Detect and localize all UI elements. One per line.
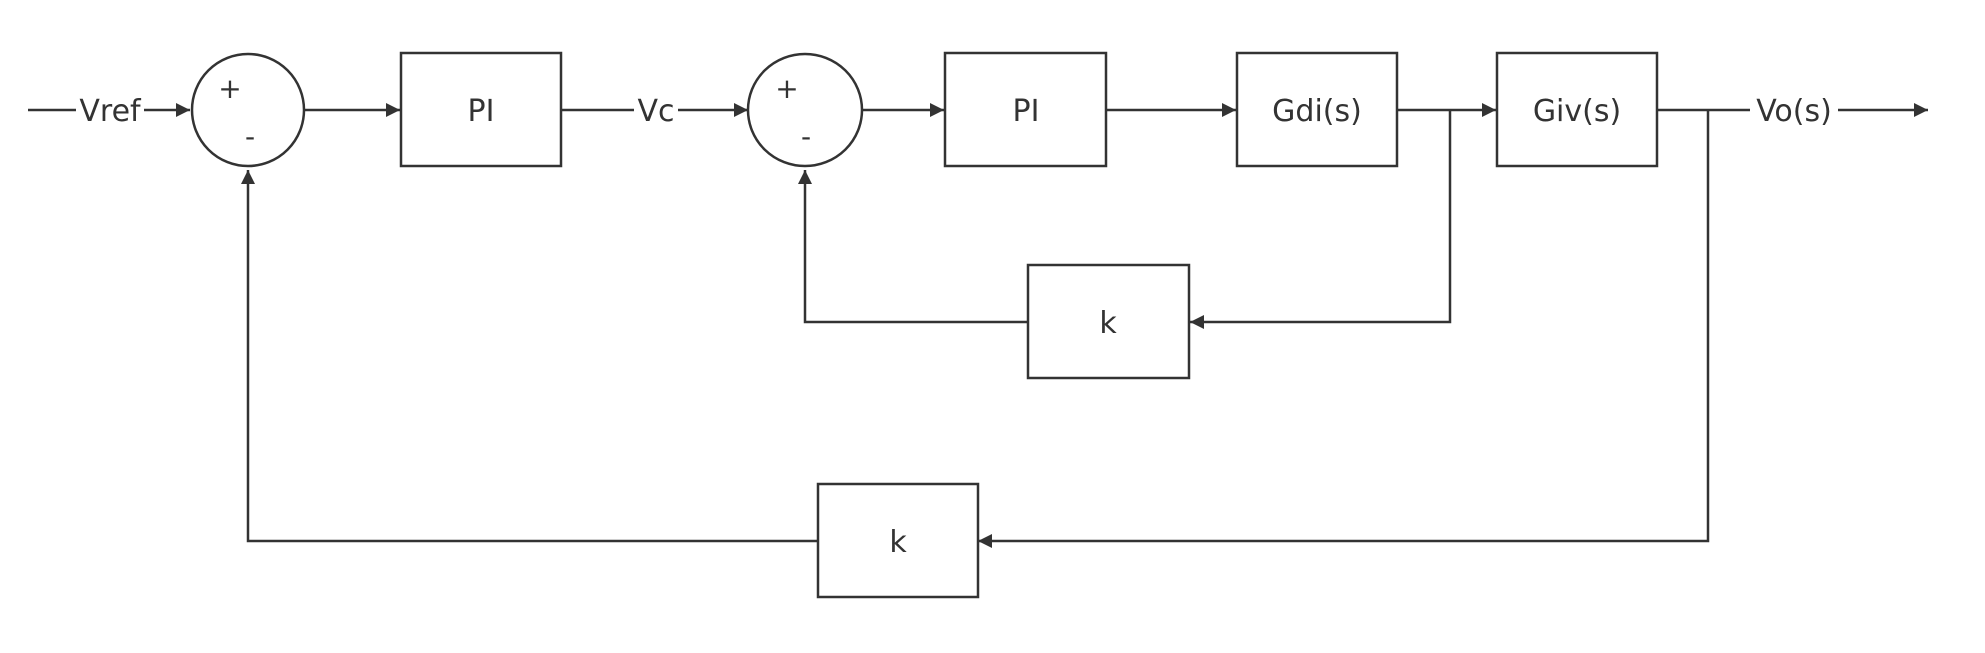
giv-label: Giv(s): [1533, 94, 1621, 129]
outer-feedback-gain-block: k: [816, 482, 980, 599]
outer-sum-plus-sign: +: [218, 72, 241, 105]
inner-sum-plus-sign: +: [775, 72, 798, 105]
outer-pi-label: PI: [468, 94, 495, 129]
wire-inner-feedback-tap: [1190, 110, 1452, 329]
gdi-label: Gdi(s): [1272, 94, 1362, 129]
outer-feedback-gain-label: k: [889, 525, 907, 560]
inner-pi-block: PI: [943, 51, 1108, 168]
inner-summing-junction: + -: [746, 52, 864, 168]
inner-sum-minus-sign: -: [801, 120, 811, 153]
giv-block: Giv(s): [1495, 51, 1659, 168]
wire-inner-feedback-return: [798, 170, 1027, 324]
wire-outer-feedback-return: [241, 170, 817, 543]
gdi-block: Gdi(s): [1235, 51, 1399, 168]
signal-vref-label: Vref: [79, 94, 142, 129]
outer-sum-minus-sign: -: [245, 120, 255, 153]
outer-pi-block: PI: [399, 51, 563, 168]
inner-feedback-gain-label: k: [1099, 306, 1117, 341]
signal-vo-label: Vo(s): [1756, 94, 1832, 129]
outer-summing-junction: + -: [190, 52, 306, 168]
wire-outer-feedback-tap: [978, 110, 1710, 548]
signal-vc-label: Vc: [637, 94, 674, 129]
inner-feedback-gain-block: k: [1026, 263, 1191, 380]
inner-pi-label: PI: [1013, 94, 1040, 129]
